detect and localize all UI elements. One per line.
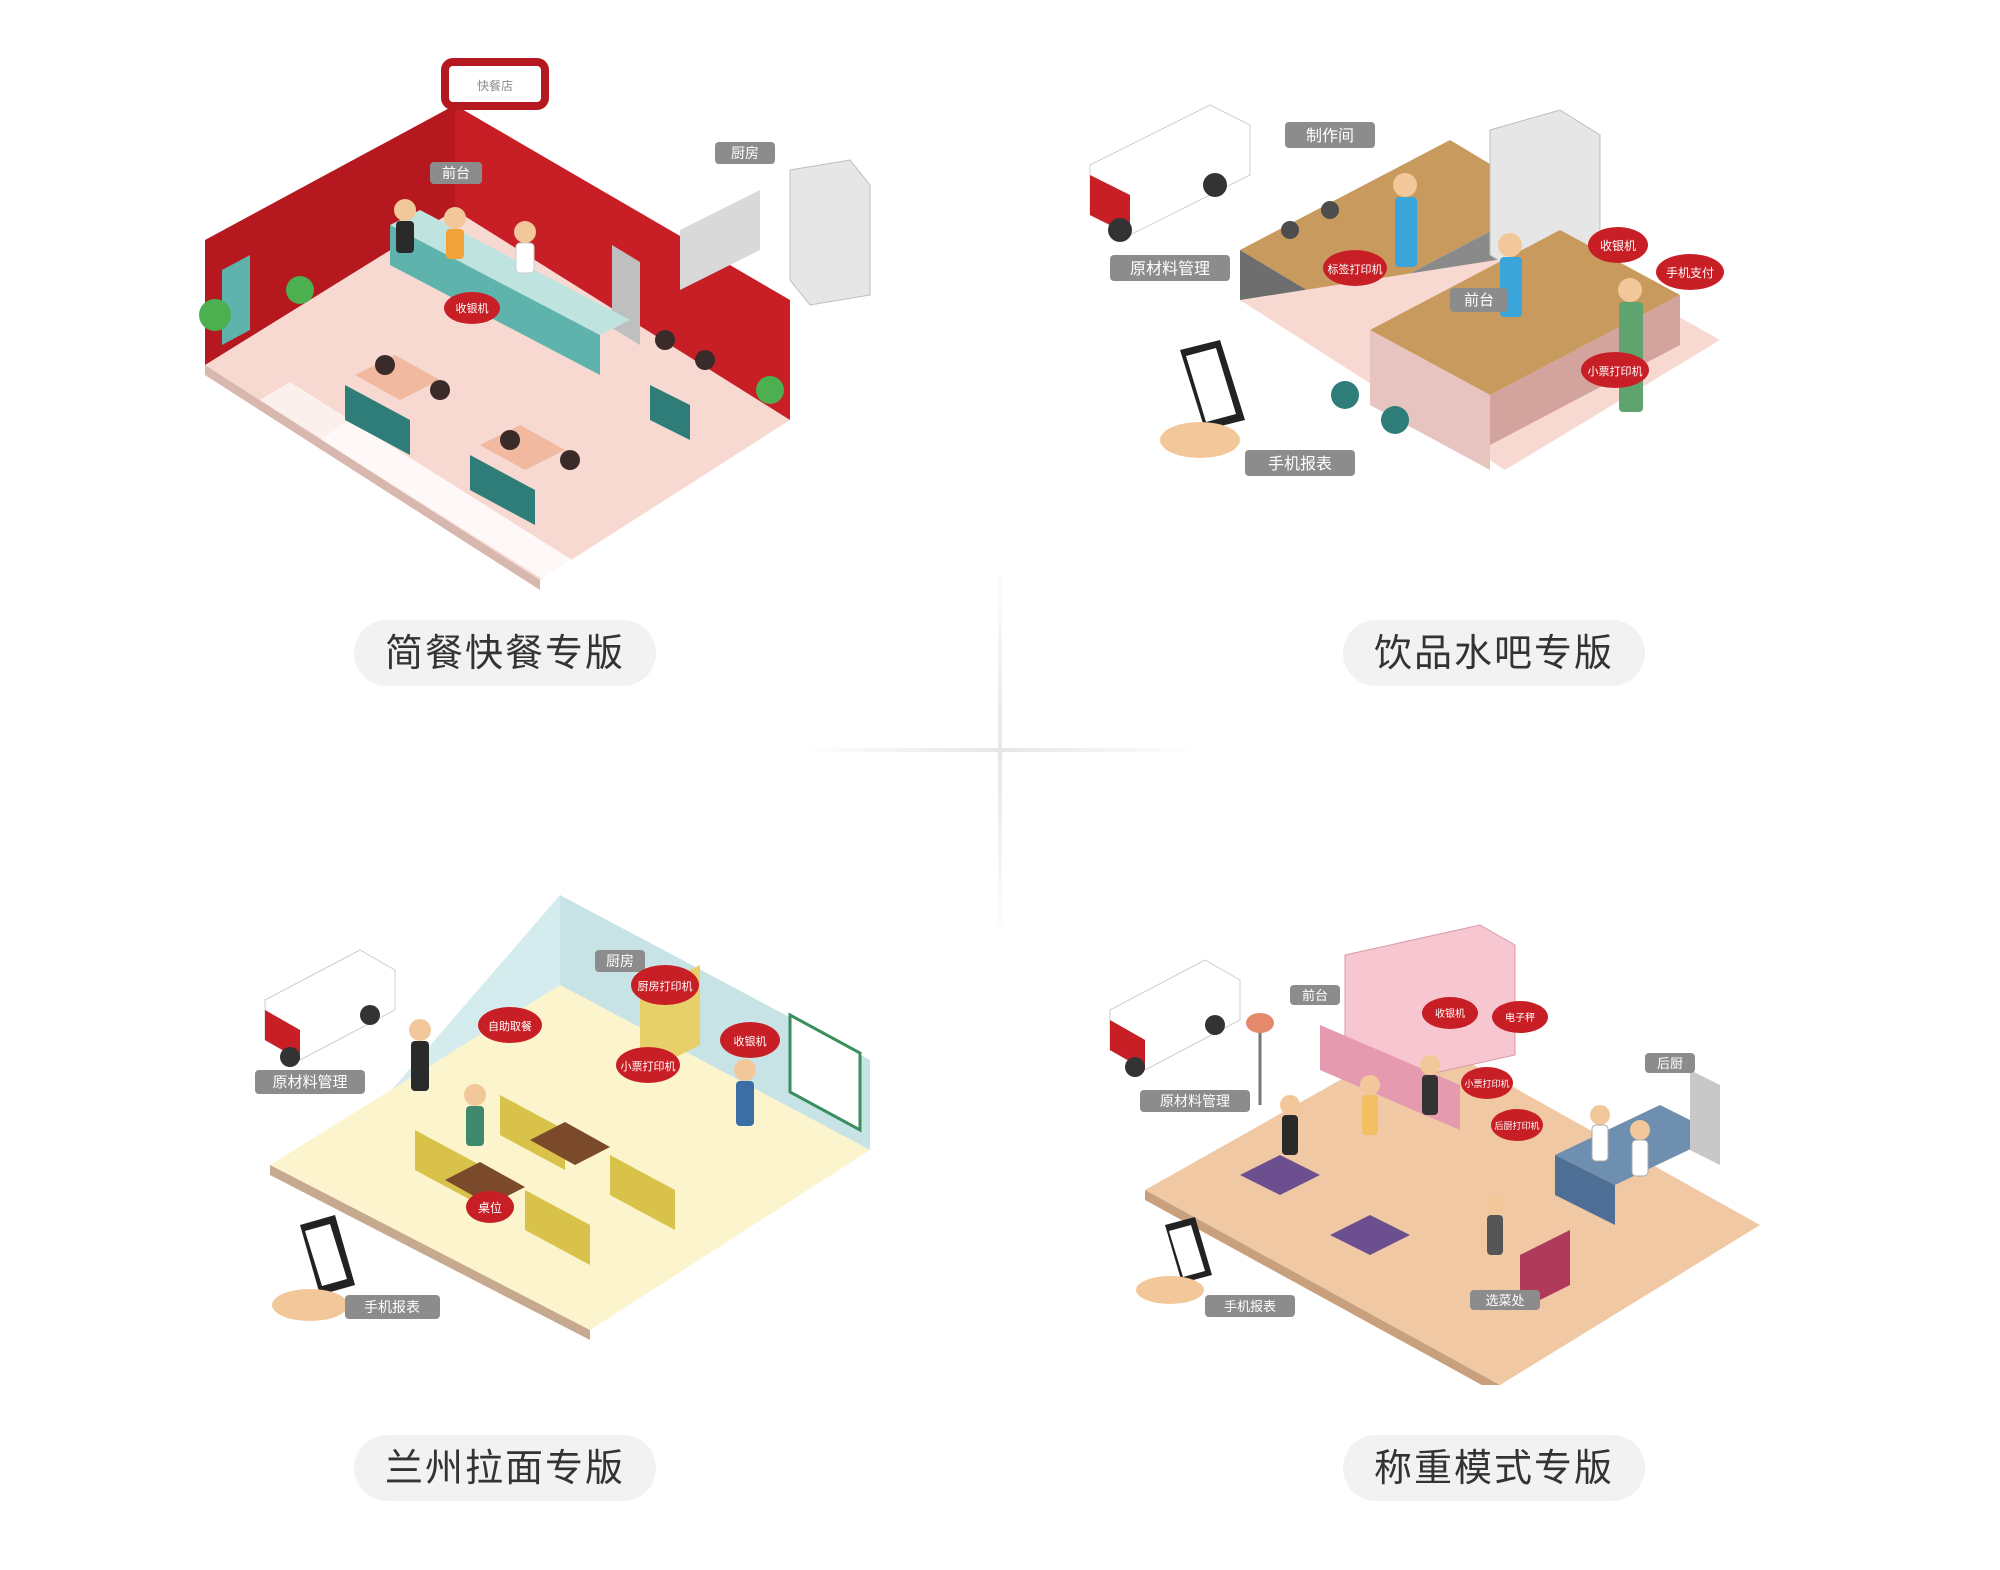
title-drink-bar[interactable]: 饮品水吧专版 [1343,620,1645,686]
delivery-van-icon [1089,104,1251,242]
label-cashier: 收银机 [720,1022,780,1058]
mobile-phone-icon [1136,1217,1212,1304]
svg-text:原材料管理: 原材料管理 [1160,1094,1230,1110]
label-raw-material: 原材料管理 [1110,255,1230,281]
label-raw-material: 原材料管理 [255,1070,365,1094]
label-label-printer: 标签打印机 [1323,250,1387,286]
label-mobile-pay: 手机支付 [1656,254,1724,290]
label-front-desk: 前台 [1450,288,1508,312]
svg-text:收银机: 收银机 [456,301,489,315]
label-receipt-printer: 小票打印机 [1581,352,1649,388]
sign-text: 快餐店 [477,78,513,93]
svg-text:前台: 前台 [442,165,470,182]
mobile-phone-icon [272,1215,355,1321]
label-kitchen-printer: 厨房打印机 [631,965,699,1005]
label-mobile-report: 手机报表 [1245,450,1355,476]
label-mobile-report: 手机报表 [345,1295,440,1319]
svg-text:厨房打印机: 厨房打印机 [638,979,693,993]
label-kitchen: 厨房 [715,142,775,164]
label-cashier: 收银机 [444,292,500,324]
svg-text:原材料管理: 原材料管理 [1130,259,1210,278]
card-fast-food[interactable]: 快餐店 [0,0,1000,785]
svg-text:后厨打印机: 后厨打印机 [1494,1120,1539,1132]
svg-text:制作间: 制作间 [1306,126,1354,145]
drink-bar-illustration: 制作间 原材料管理 标签打印机 前台 收银机 手机支付 [1089,104,1724,476]
mobile-phone-icon [1160,340,1245,458]
noodle-shop-illustration: 厨房 厨房打印机 自助取餐 收银机 小票打印机 原材料管理 [255,895,870,1340]
delivery-van-icon [264,949,396,1067]
label-scale: 电子秤 [1492,1001,1548,1033]
label-dish-area: 选菜处 [1470,1290,1540,1310]
svg-text:厨房: 厨房 [606,954,634,970]
label-self-pickup: 自助取餐 [478,1007,542,1043]
card-drink-bar[interactable]: 制作间 原材料管理 标签打印机 前台 收银机 手机支付 [1000,0,2000,785]
svg-text:前台: 前台 [1464,291,1494,309]
svg-text:小票打印机: 小票打印机 [621,1059,676,1073]
weighing-illustration: 前台 收银机 电子秤 小票打印机 后厨打印机 后厨 [1109,924,1760,1385]
svg-text:收银机: 收银机 [734,1034,767,1048]
svg-text:手机报表: 手机报表 [1224,1300,1276,1315]
svg-text:标签打印机: 标签打印机 [1328,262,1383,276]
card-weighing-mode[interactable]: 前台 收银机 电子秤 小票打印机 后厨打印机 后厨 [1000,785,2000,1570]
label-table: 桌位 [466,1191,514,1223]
label-receipt-printer: 小票打印机 [1461,1067,1513,1099]
svg-text:电子秤: 电子秤 [1505,1011,1535,1024]
label-back-kitchen: 后厨 [1645,1053,1695,1073]
label-front-desk: 前台 [430,162,482,184]
label-cashier: 收银机 [1422,997,1478,1029]
svg-text:桌位: 桌位 [478,1200,502,1215]
title-weighing-mode[interactable]: 称重模式专版 [1343,1435,1645,1501]
label-receipt-printer: 小票打印机 [616,1047,680,1083]
card-lanzhou-noodle[interactable]: 厨房 厨房打印机 自助取餐 收银机 小票打印机 原材料管理 [0,785,1000,1570]
title-lanzhou-noodle[interactable]: 兰州拉面专版 [354,1435,656,1501]
label-front-desk: 前台 [1290,985,1340,1005]
svg-text:收银机: 收银机 [1600,239,1636,253]
svg-text:后厨: 后厨 [1657,1057,1683,1072]
delivery-van-icon [1109,959,1241,1077]
svg-text:小票打印机: 小票打印机 [1464,1078,1509,1090]
label-raw-material: 原材料管理 [1140,1090,1250,1112]
svg-text:手机支付: 手机支付 [1666,266,1714,280]
svg-text:前台: 前台 [1302,988,1328,1004]
label-cashier: 收银机 [1588,227,1648,263]
label-workshop: 制作间 [1285,122,1375,148]
label-kitchen: 厨房 [595,950,645,972]
svg-text:选菜处: 选菜处 [1485,1294,1524,1309]
svg-text:自助取餐: 自助取餐 [488,1019,532,1033]
svg-text:手机报表: 手机报表 [364,1300,420,1316]
svg-text:小票打印机: 小票打印机 [1588,364,1643,378]
svg-text:原材料管理: 原材料管理 [272,1073,347,1091]
title-fast-food[interactable]: 简餐快餐专版 [354,620,656,686]
svg-text:厨房: 厨房 [731,146,759,162]
label-back-printer: 后厨打印机 [1491,1109,1543,1141]
fast-food-illustration: 快餐店 [199,58,871,600]
label-mobile-report: 手机报表 [1205,1295,1295,1317]
horizontal-divider [800,748,1200,752]
svg-text:手机报表: 手机报表 [1268,454,1332,473]
svg-text:收银机: 收银机 [1435,1007,1465,1020]
shop-sign: 快餐店 [441,58,549,110]
